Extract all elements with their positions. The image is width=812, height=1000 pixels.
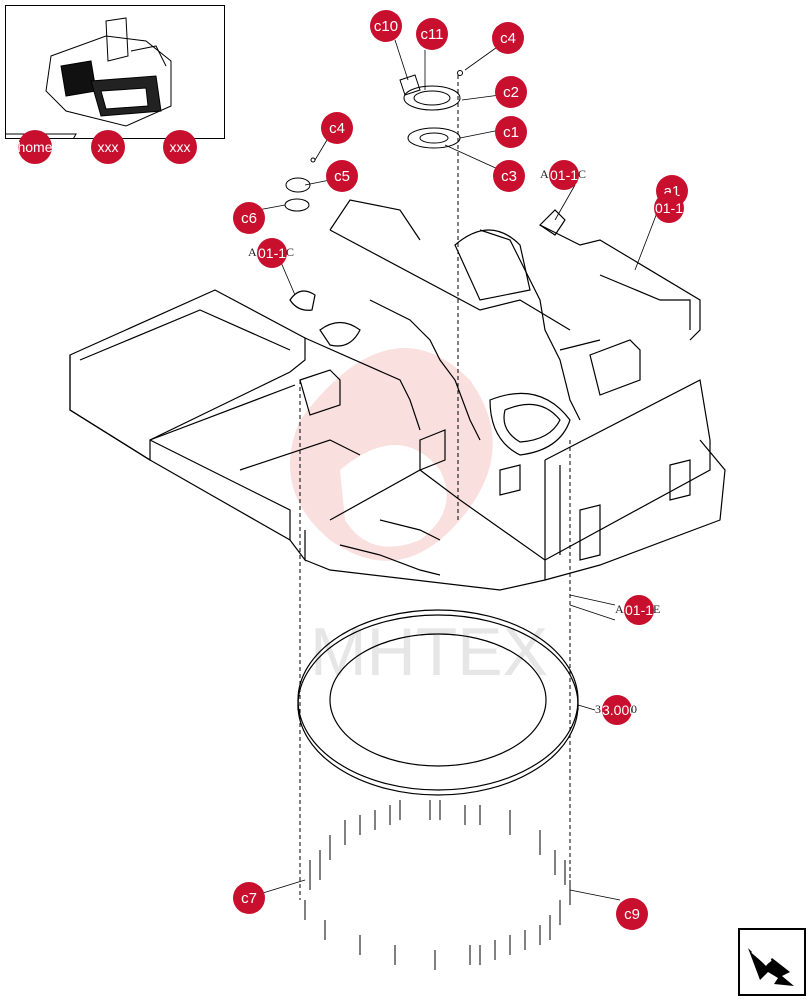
ref-right-prefix: A	[615, 601, 626, 616]
upper-frame	[69, 199, 726, 591]
ref-top[interactable]: A 01-1 C	[540, 160, 588, 190]
ref-right[interactable]: A 01-1 E	[615, 595, 662, 625]
ref-left-dot[interactable]: 01-1	[257, 238, 288, 268]
callout-c10[interactable]: c10	[370, 10, 402, 42]
callout-c4-left[interactable]: c4	[321, 112, 353, 144]
prev-button[interactable]: xxx	[91, 130, 125, 164]
excavator-thumbnail-icon	[6, 17, 172, 149]
callout-c3[interactable]: c3	[493, 160, 525, 192]
ref-ring[interactable]: 3 3.000 0	[595, 695, 639, 725]
top-parts	[284, 70, 571, 900]
ref-right-dot[interactable]: 01-1	[624, 595, 655, 625]
leader-lines	[249, 39, 661, 901]
callout-c2[interactable]: c2	[495, 76, 527, 108]
ref-left-prefix: A	[248, 244, 259, 259]
next-page-arrow-icon[interactable]	[738, 928, 806, 996]
ref-ring-prefix: 3	[595, 701, 603, 716]
callout-c9[interactable]: c9	[616, 898, 648, 930]
ref-left-suffix: C	[286, 244, 297, 259]
ref-top-dot[interactable]: 01-1	[549, 160, 580, 190]
slewing-ring	[297, 609, 579, 796]
ref-top-prefix: A	[540, 166, 551, 181]
ref-ring-dot[interactable]: 3.000	[602, 695, 637, 725]
callout-c6[interactable]: c6	[233, 202, 265, 234]
callout-c7[interactable]: c7	[233, 882, 265, 914]
next-button[interactable]: xxx	[163, 130, 197, 164]
ref-a1[interactable]: 01-1	[654, 193, 684, 223]
callout-c4-top[interactable]: c4	[492, 22, 524, 54]
callout-c11[interactable]: c11	[416, 18, 448, 50]
ref-ring-suffix: 0	[631, 701, 639, 716]
callout-c1[interactable]: c1	[495, 116, 527, 148]
ref-top-suffix: C	[578, 166, 589, 181]
ref-right-suffix: E	[653, 601, 663, 616]
watermark-logo	[290, 348, 493, 561]
model-thumbnail[interactable]: home xxx xxx	[5, 5, 225, 164]
callout-c5[interactable]: c5	[326, 160, 358, 192]
ref-a1-dot[interactable]: 01-1	[654, 193, 684, 223]
ref-left[interactable]: A 01-1 C	[248, 238, 296, 268]
bolt-set	[304, 800, 571, 970]
home-button[interactable]: home	[17, 130, 53, 164]
